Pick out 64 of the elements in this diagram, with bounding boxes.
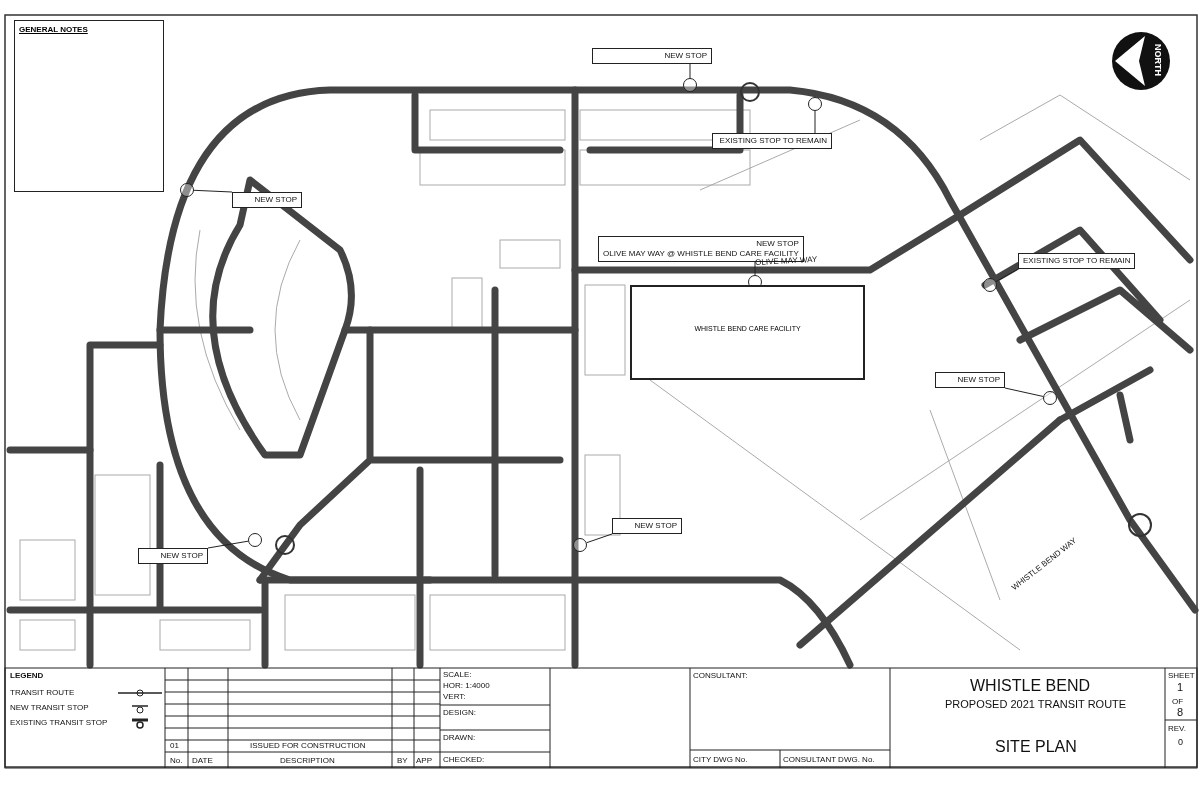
- callout-heading: NEW STOP: [663, 51, 707, 61]
- field-label: CHECKED:: [443, 755, 485, 764]
- field-label: VERT:: [443, 692, 466, 701]
- sheet-number: 1: [1177, 681, 1184, 693]
- table-text: ISSUED FOR CONSTRUCTION: [250, 741, 366, 750]
- field-label: HOR: 1:4000: [443, 681, 490, 690]
- field-label: CONSULTANT DWG. No.: [783, 755, 875, 764]
- compass-label: NORTH: [1153, 44, 1163, 76]
- callout-heading: EXISTING STOP TO REMAIN: [718, 136, 827, 146]
- bus-stop-marker: [1043, 391, 1057, 405]
- stop-callout: [712, 133, 832, 149]
- bus-stop-marker: [983, 278, 997, 292]
- field-label: SCALE:: [443, 670, 472, 679]
- callout-heading: NEW STOP: [253, 195, 297, 205]
- table-header: APP: [416, 756, 432, 765]
- leader-line: [754, 261, 756, 276]
- bus-stop-marker: [683, 78, 697, 92]
- callout-heading: NEW STOP: [755, 239, 799, 249]
- callout-heading: NEW STOP: [633, 521, 677, 531]
- callout-heading: EXISTING STOP TO REMAIN: [1023, 256, 1131, 266]
- leader-line: [193, 189, 233, 193]
- notes-heading: GENERAL NOTES: [19, 25, 89, 34]
- table-header: No.: [170, 756, 183, 765]
- care-facility-building: [630, 285, 865, 380]
- callout-heading: NEW STOP: [956, 375, 1000, 385]
- stop-callout: [592, 48, 712, 64]
- leader-line: [995, 268, 1019, 283]
- legend-text: NEW TRANSIT STOP: [10, 703, 89, 712]
- bus-stop-marker: [573, 538, 587, 552]
- leader-line: [207, 540, 249, 549]
- stop-callout: [935, 372, 1005, 388]
- legend-text: EXISTING TRANSIT STOP: [10, 718, 108, 727]
- field-label: CONSULTANT:: [693, 671, 748, 680]
- leader-line: [1004, 387, 1044, 397]
- field-label: OF: [1172, 697, 1184, 706]
- stop-callout: [1018, 253, 1136, 269]
- leader-line: [689, 63, 691, 79]
- stop-callout: [232, 192, 302, 208]
- stop-callout: [612, 518, 682, 534]
- bus-stop-marker: [248, 533, 262, 547]
- legend-heading: LEGEND: [10, 671, 44, 680]
- leader-line: [586, 533, 613, 544]
- callout-heading: NEW STOP: [159, 551, 203, 561]
- leader-line: [814, 110, 816, 134]
- field-label: DRAWN:: [443, 733, 476, 742]
- callout-text: OLIVE MAY WAY @ WHISTLE BEND CARE FACILITY: [603, 249, 799, 258]
- field-label: CITY DWG No.: [693, 755, 748, 764]
- table-header: DATE: [192, 756, 213, 765]
- table-header: DESCRIPTION: [280, 756, 335, 765]
- bus-stop-marker: [808, 97, 822, 111]
- sheet-title: SITE PLAN: [995, 738, 1077, 756]
- field-label: DESIGN:: [443, 708, 476, 717]
- drawing-subtitle: PROPOSED 2021 TRANSIT ROUTE: [945, 698, 1127, 710]
- legend-text: TRANSIT ROUTE: [10, 688, 75, 697]
- stop-callout: [138, 548, 208, 564]
- bus-stop-marker: [180, 183, 194, 197]
- notes-panel: [14, 20, 164, 192]
- field-label: REV.: [1168, 724, 1186, 733]
- sheet-number: 8: [1177, 706, 1184, 718]
- table-header: BY: [397, 756, 408, 765]
- field-label: SHEET: [1168, 671, 1195, 680]
- revision-number: 0: [1178, 737, 1183, 747]
- table-text: 01: [170, 741, 179, 750]
- drawing-title: WHISTLE BEND: [970, 677, 1090, 695]
